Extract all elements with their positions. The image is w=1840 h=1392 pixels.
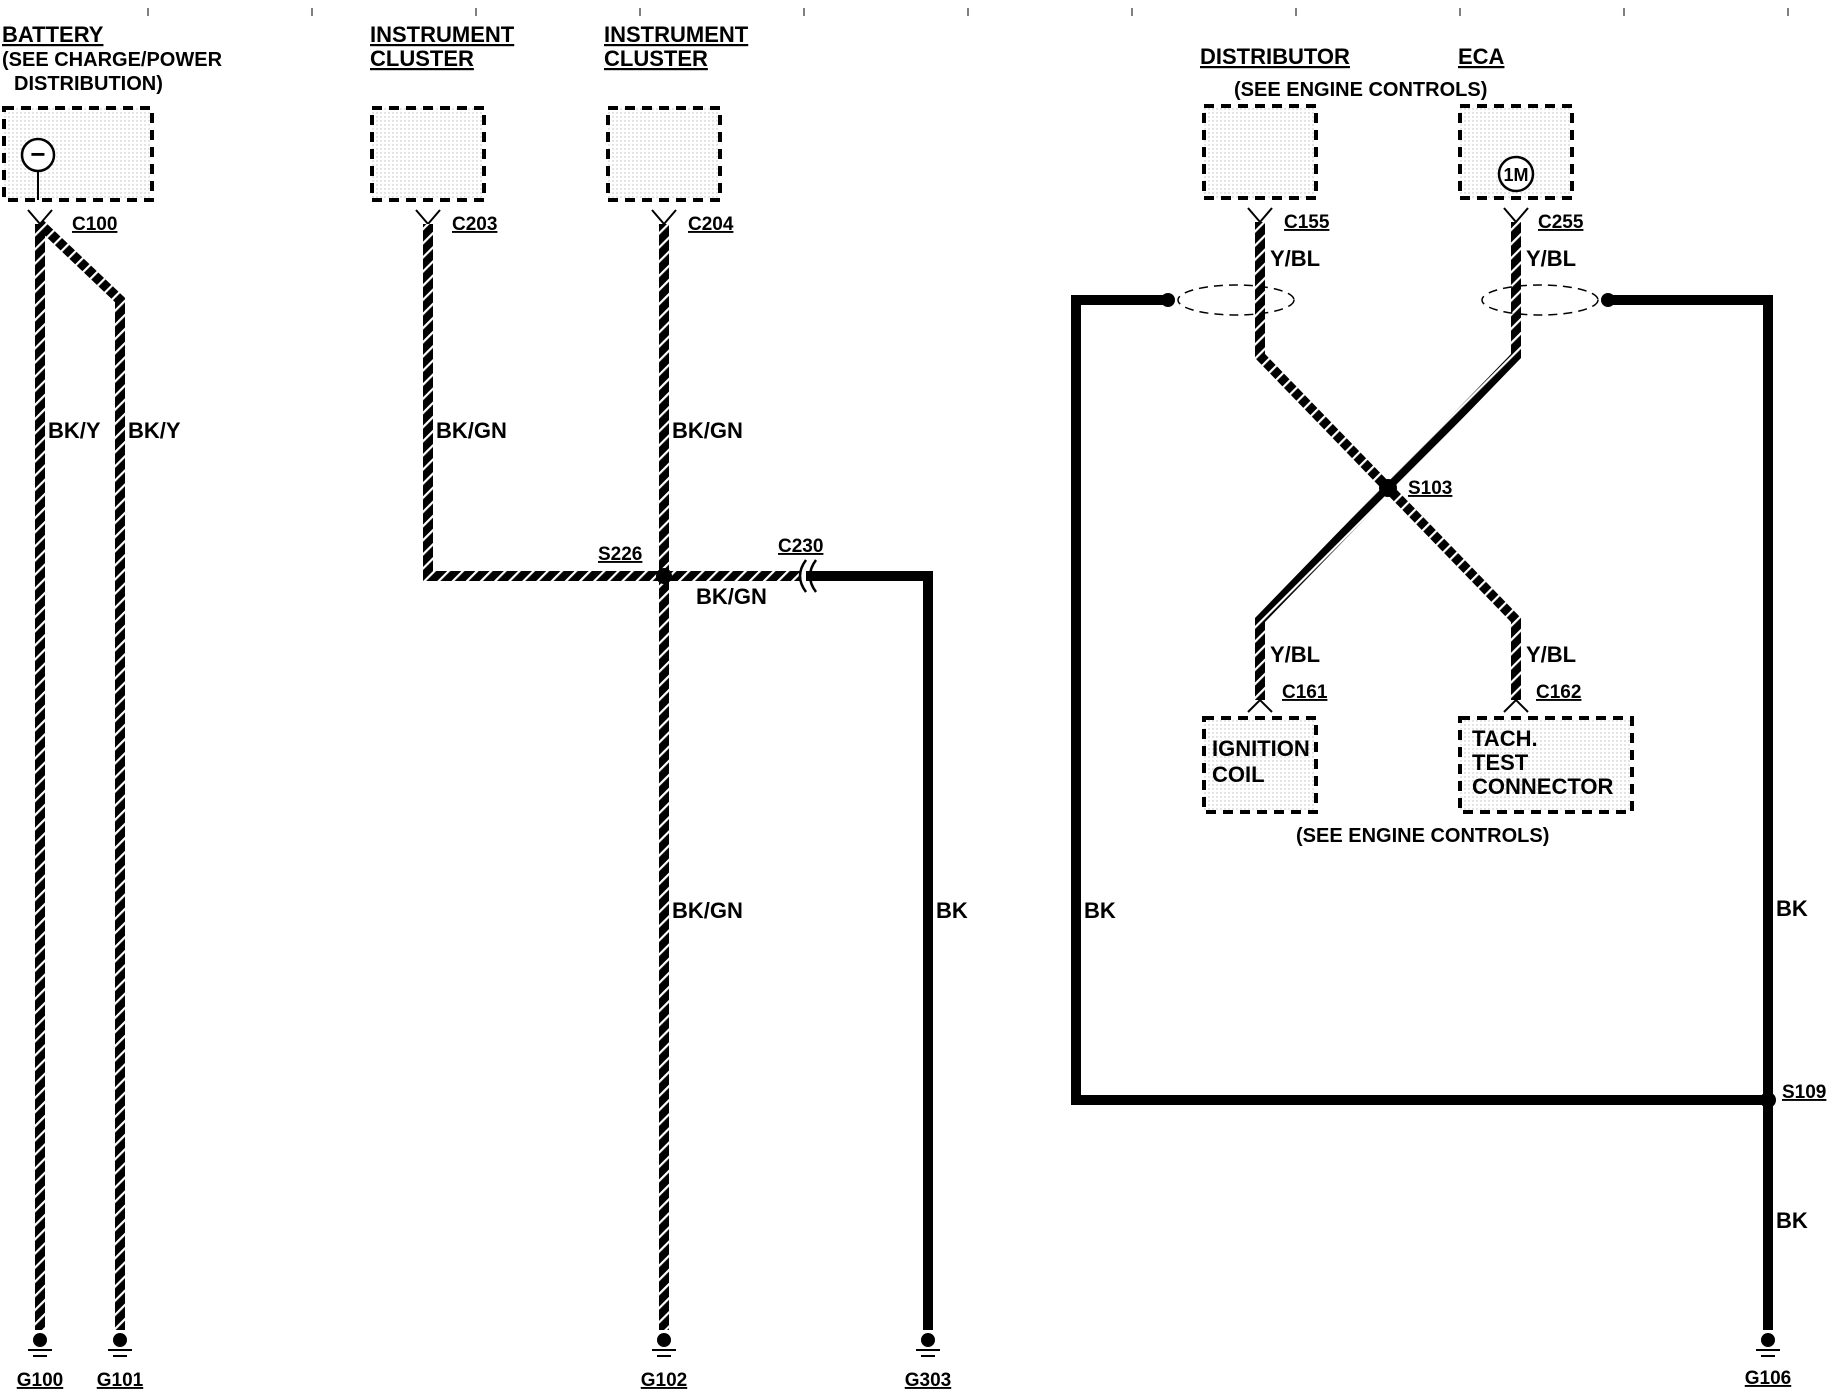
splice-s103: S103: [1379, 478, 1452, 499]
splice-s109: S109: [1760, 1082, 1826, 1108]
tach-line1: TACH.: [1472, 726, 1538, 751]
wire-y-bl-c161: [1255, 486, 1390, 700]
wire-bk-shield-left: [1071, 295, 1768, 1105]
ignition-coil-line2: COIL: [1212, 762, 1265, 787]
wire-bk-gn-c203: [423, 224, 664, 581]
wire-label-bk-gn-g102: BK/GN: [672, 898, 743, 923]
s109-label: S109: [1782, 1082, 1826, 1103]
ground-g106: G106: [1745, 1333, 1791, 1389]
c203-label: C203: [452, 214, 497, 235]
engine-controls-note-top: (SEE ENGINE CONTROLS): [1234, 79, 1487, 101]
ignition-coil-box: [1202, 716, 1318, 814]
wire-label-y-bl-c255: Y/BL: [1526, 246, 1576, 271]
c155-label: C155: [1284, 212, 1330, 233]
c100-label: C100: [72, 214, 117, 235]
eca-1m-text: 1M: [1503, 165, 1528, 185]
cluster1-title-line2: CLUSTER: [370, 46, 474, 71]
cluster2-title-line1: INSTRUMENT: [604, 22, 749, 47]
g106-label: G106: [1745, 1368, 1791, 1389]
distributor-title: DISTRIBUTOR: [1200, 44, 1350, 69]
g102-label: G102: [641, 1370, 687, 1391]
engine-controls-note-bottom: (SEE ENGINE CONTROLS): [1296, 825, 1549, 847]
c230-label: C230: [778, 536, 823, 557]
cluster2-title-line2: CLUSTER: [604, 46, 708, 71]
border-ticks: [147, 8, 1789, 16]
ground-g101: G101: [97, 1333, 144, 1391]
eca-1m-symbol-icon: [1497, 155, 1535, 193]
s103-label: S103: [1408, 478, 1452, 499]
connector-c161: C161: [1247, 682, 1328, 713]
ignition-coil-line1: IGNITION: [1212, 736, 1310, 761]
g101-label: G101: [97, 1370, 144, 1391]
wire-y-bl-c162: [1386, 486, 1521, 700]
c255-label: C255: [1538, 212, 1584, 233]
ground-g303: G303: [905, 1333, 951, 1391]
battery-component: BATTERY (SEE CHARGE/POWER DISTRIBUTION) …: [2, 22, 223, 202]
cluster2-box: [606, 106, 722, 202]
battery-title: BATTERY: [2, 22, 104, 47]
splice-s226: S226: [598, 544, 672, 584]
wire-label-y-bl-c162: Y/BL: [1526, 642, 1576, 667]
g303-label: G303: [905, 1370, 951, 1391]
g100-label: G100: [17, 1370, 63, 1391]
wire-y-bl-c255: [1386, 222, 1521, 490]
wire-label-bk-g106: BK: [1776, 1208, 1808, 1233]
eca-title: ECA: [1458, 44, 1505, 69]
wire-bk-g303: [806, 571, 933, 1330]
wire-label-bk-gn-s226: BK/GN: [696, 584, 767, 609]
c204-label: C204: [688, 214, 734, 235]
s226-label: S226: [598, 544, 642, 565]
tach-line3: CONNECTOR: [1472, 774, 1613, 799]
ignition-coil-component: IGNITION COIL: [1202, 716, 1318, 814]
battery-note-line1: (SEE CHARGE/POWER: [2, 49, 223, 71]
c161-label: C161: [1282, 682, 1328, 703]
wire-label-bk-y-1: BK/Y: [48, 418, 101, 443]
shield-ellipse-left: [1177, 284, 1295, 316]
connector-c162: C162: [1503, 682, 1581, 713]
shield-ellipse-right: [1481, 284, 1599, 316]
wire-bk-shield-right: [1608, 295, 1773, 1330]
tach-box: [1458, 716, 1634, 814]
ground-g102: G102: [641, 1333, 687, 1391]
battery-negative-symbol: −: [30, 139, 45, 169]
c162-label: C162: [1536, 682, 1581, 703]
wire-label-y-bl-c155: Y/BL: [1270, 246, 1320, 271]
wire-label-bk-g303: BK: [936, 898, 968, 923]
connector-c230: C230: [778, 536, 823, 593]
wire-label-bk-left: BK: [1084, 898, 1116, 923]
shield-drain-dot-right: [1601, 293, 1615, 307]
wire-y-bl-c155: [1255, 222, 1390, 490]
wire-label-bk-y-2: BK/Y: [128, 418, 181, 443]
ground-g100: G100: [17, 1333, 63, 1391]
cluster1-box: [370, 106, 486, 202]
tach-line2: TEST: [1472, 750, 1529, 775]
cluster1-title-line1: INSTRUMENT: [370, 22, 515, 47]
wire-label-y-bl-c161: Y/BL: [1270, 642, 1320, 667]
shield-drain-dot-left: [1161, 293, 1175, 307]
battery-note-line2: DISTRIBUTION): [14, 73, 163, 95]
tach-test-connector-component: TACH. TEST CONNECTOR: [1458, 716, 1634, 814]
instrument-cluster-1: INSTRUMENT CLUSTER: [370, 22, 515, 202]
wire-label-bk-right: BK: [1776, 896, 1808, 921]
wire-label-bk-gn-c203: BK/GN: [436, 418, 507, 443]
wire-label-bk-gn-c204: BK/GN: [672, 418, 743, 443]
instrument-cluster-2: INSTRUMENT CLUSTER: [604, 22, 749, 202]
distributor-box: [1202, 104, 1318, 200]
wire-bk-y-g101: [36, 220, 125, 1330]
